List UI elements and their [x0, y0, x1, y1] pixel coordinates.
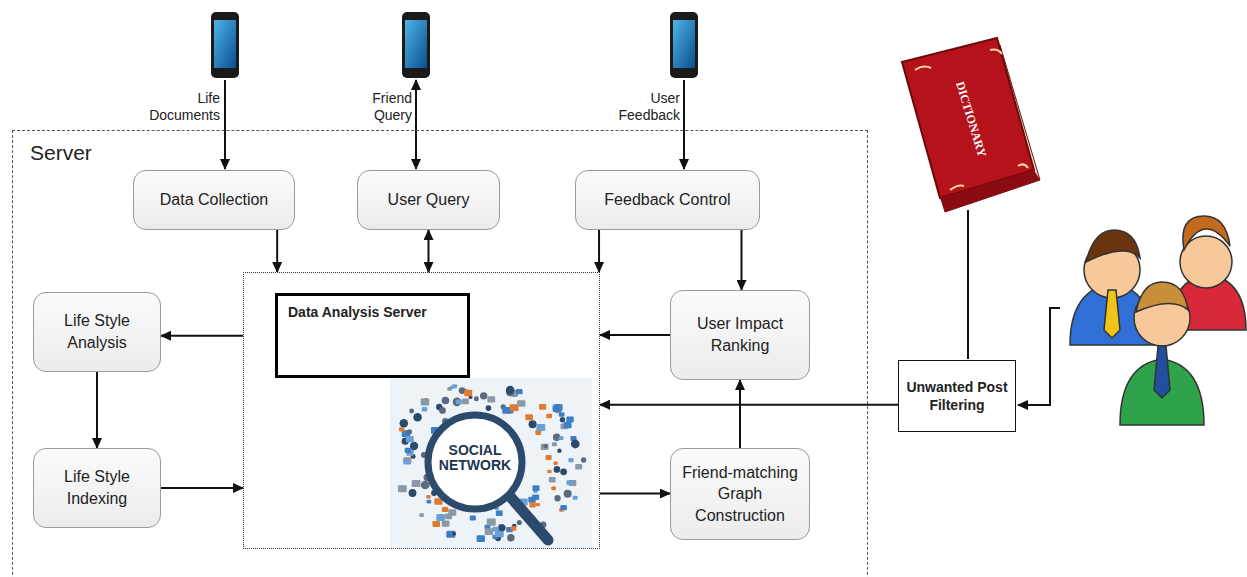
box-label: Life Style Analysis: [40, 310, 154, 353]
box-label: Feedback Control: [604, 189, 730, 211]
flow-arrow: [600, 334, 670, 336]
box-label: Friend-matching Graph Construction: [677, 462, 803, 527]
flow-arrow: [741, 230, 743, 290]
process-box: Life Style Analysis: [33, 292, 161, 372]
flow-arrow: [96, 372, 98, 448]
box-label: Data Collection: [160, 189, 269, 211]
process-box: User Impact Ranking: [670, 290, 810, 380]
server-region: Data Collection User Query Feedback Contro…: [12, 130, 868, 577]
process-box: Friend-matching Graph Construction: [670, 448, 810, 540]
box-label: User Impact Ranking: [677, 313, 803, 356]
analysis-region: Data Analysis Server: [243, 272, 600, 549]
flow-arrow: [161, 335, 243, 337]
process-box: User Query: [357, 170, 500, 230]
people-wire: [1018, 308, 1060, 405]
phone-icon: [211, 12, 698, 78]
region-heading: Data Analysis Server: [275, 293, 470, 378]
region-heading: Server: [30, 141, 92, 165]
flow-arrow: [598, 230, 600, 272]
phone-arrow: [225, 80, 684, 169]
box-label: Unwanted Post Filtering: [905, 378, 1009, 414]
flow-label: User Feedback: [618, 90, 680, 124]
flow-label: Friend Query: [358, 90, 412, 124]
people-icon: [1070, 216, 1246, 425]
flow-arrow: [739, 380, 741, 448]
process-box: Data Collection: [133, 170, 295, 230]
box-label: Life Style Indexing: [40, 466, 154, 509]
flow-arrow: [161, 487, 243, 489]
filter-box: Unwanted Post Filtering: [898, 360, 1016, 432]
flow-label: Life Documents: [140, 90, 220, 124]
flow-arrow: [600, 493, 670, 495]
process-box: Life Style Indexing: [33, 448, 161, 528]
social-network-picture: [390, 378, 592, 548]
flow-arrow: [600, 404, 898, 406]
flow-arrow: [276, 230, 278, 272]
picture-label: SOCIAL NETWORK: [433, 443, 517, 474]
dictionary-book: [902, 38, 1040, 359]
flow-arrow: [428, 230, 430, 272]
process-box: Feedback Control: [575, 170, 760, 230]
box-label: User Query: [388, 189, 470, 211]
